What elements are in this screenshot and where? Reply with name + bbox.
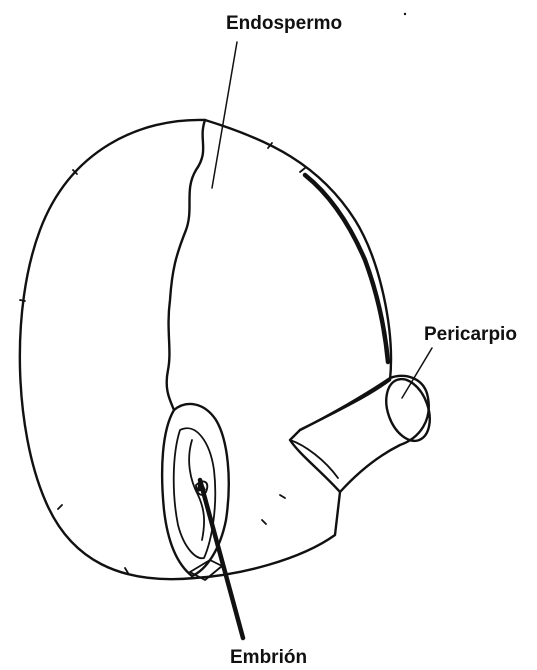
embryo-leader — [200, 480, 243, 638]
label-pericarp: Pericarpio — [424, 324, 517, 345]
embryo-inner — [174, 428, 216, 558]
pericarp-tail — [300, 376, 429, 492]
coat-tick-marks — [20, 143, 305, 573]
pericarp-tail-end — [378, 373, 437, 447]
endosperm-boundary — [167, 120, 205, 410]
seed-coat-outline — [20, 120, 391, 579]
embryo-leader-arrowhead — [196, 478, 206, 492]
label-embryo: Embrión — [230, 647, 307, 668]
stray-dot — [404, 13, 406, 15]
pericarp-leader — [402, 348, 432, 398]
pericarp-tail-inner — [290, 440, 338, 478]
endosperm-leader — [212, 42, 237, 188]
label-endosperm: Endospermo — [226, 13, 342, 34]
